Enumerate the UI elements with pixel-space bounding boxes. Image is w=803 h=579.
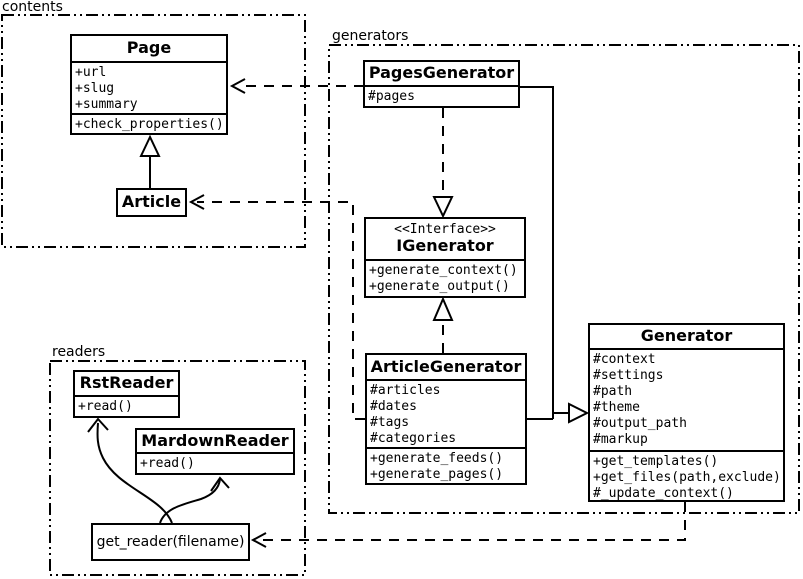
- member-row: #dates: [370, 399, 417, 414]
- member-row: +get_templates(): [593, 454, 719, 469]
- class-generator: Generator #context#settings#path#theme#o…: [588, 323, 785, 502]
- class-rstreader: RstReader +read(): [73, 370, 180, 418]
- member-row: #_update_context(): [593, 486, 734, 500]
- generators-package-label: generators: [332, 28, 409, 44]
- edge-getreader-to-markdownreader: [159, 476, 230, 524]
- member-row: +generate_feeds(): [370, 451, 504, 466]
- separator: [367, 447, 525, 449]
- member-row: #categories: [370, 431, 457, 446]
- readers-package-frame: [49, 360, 306, 576]
- separator: [72, 61, 226, 63]
- class-rstreader-name: RstReader: [79, 373, 174, 393]
- member-row: +summary: [75, 97, 138, 112]
- edge-generators-to-generator-inheritance: [520, 86, 590, 424]
- separator: [366, 259, 524, 261]
- member-row: +get_files(path,exclude): [593, 470, 781, 485]
- class-generator-methods: +get_templates()+get_files(path,exclude)…: [590, 452, 783, 500]
- member-row: #path: [593, 384, 633, 399]
- member-row: +generate_output(): [369, 279, 510, 294]
- member-row: #markup: [593, 432, 648, 447]
- member-row: +generate_pages(): [370, 467, 504, 482]
- class-markdownreader: MardownReader +read(): [135, 428, 295, 475]
- class-markdownreader-methods: +read(): [137, 454, 293, 473]
- generators-package-frame: [328, 44, 800, 514]
- class-page-name: Page: [126, 38, 172, 58]
- edge-articlegenerator-to-igenerator-realization: [432, 296, 454, 353]
- class-generator-attributes: #context#settings#path#theme#output_path…: [590, 350, 783, 450]
- class-markdownreader-name: MardownReader: [141, 430, 289, 450]
- separator: [590, 348, 783, 350]
- member-row: #output_path: [593, 416, 687, 431]
- member-row: +check_properties(): [75, 117, 224, 132]
- member-row: #context: [593, 352, 656, 367]
- class-article-name: Article: [121, 192, 182, 212]
- class-igenerator-name: IGenerator: [396, 236, 494, 256]
- contents-package-label: contents: [2, 0, 63, 15]
- class-articlegenerator-name: ArticleGenerator: [370, 356, 522, 376]
- edge-articlegenerator-to-article-dependency: [188, 194, 365, 420]
- edge-article-to-page-inheritance: [139, 134, 161, 188]
- contents-package-frame: [1, 14, 306, 248]
- class-page: Page +url+slug+summary +check_properties…: [70, 34, 228, 135]
- class-rstreader-methods: +read(): [75, 397, 178, 416]
- class-pagesgenerator-attributes: #pages: [365, 87, 518, 106]
- separator: [365, 85, 518, 87]
- member-row: #theme: [593, 400, 640, 415]
- edge-getreader-to-rstreader: [87, 417, 173, 524]
- separator: [72, 113, 226, 115]
- member-row: #pages: [368, 89, 415, 104]
- class-igenerator-header: <<Interface>> IGenerator: [366, 219, 524, 259]
- member-row: +url: [75, 65, 107, 80]
- edge-pagesgenerator-to-igenerator-realization: [432, 108, 454, 219]
- class-page-attributes: +url+slug+summary: [72, 63, 226, 113]
- getreader-function-node: get_reader(filename): [91, 523, 250, 561]
- member-row: #tags: [370, 415, 410, 430]
- member-row: +generate_context(): [369, 263, 518, 278]
- class-pagesgenerator-name: PagesGenerator: [368, 63, 515, 83]
- class-article: Article: [116, 188, 187, 217]
- class-articlegenerator-attributes: #articles#dates#tags#categories: [367, 381, 525, 447]
- separator: [590, 450, 783, 452]
- class-igenerator: <<Interface>> IGenerator +generate_conte…: [364, 217, 526, 298]
- separator: [75, 395, 178, 397]
- class-articlegenerator-methods: +generate_feeds()+generate_pages(): [367, 449, 525, 483]
- class-igenerator-methods: +generate_context()+generate_output(): [366, 261, 524, 296]
- edge-pagesgenerator-to-page-dependency: [229, 78, 363, 94]
- class-generator-name: Generator: [640, 326, 733, 346]
- class-pagesgenerator: PagesGenerator #pages: [363, 60, 520, 108]
- class-articlegenerator: ArticleGenerator #articles#dates#tags#ca…: [365, 353, 527, 485]
- member-row: +slug: [75, 81, 115, 96]
- member-row: #settings: [593, 368, 664, 383]
- member-row: +read(): [140, 456, 195, 471]
- separator: [367, 379, 525, 381]
- member-row: #articles: [370, 383, 441, 398]
- class-igenerator-stereotype: <<Interface>>: [394, 222, 496, 238]
- class-page-methods: +check_properties(): [72, 115, 226, 135]
- member-row: +read(): [78, 399, 133, 414]
- readers-package-label: readers: [52, 344, 106, 360]
- getreader-function-label: get_reader(filename): [96, 534, 245, 550]
- edge-generator-to-getreader-dependency: [250, 502, 686, 548]
- separator: [137, 452, 293, 454]
